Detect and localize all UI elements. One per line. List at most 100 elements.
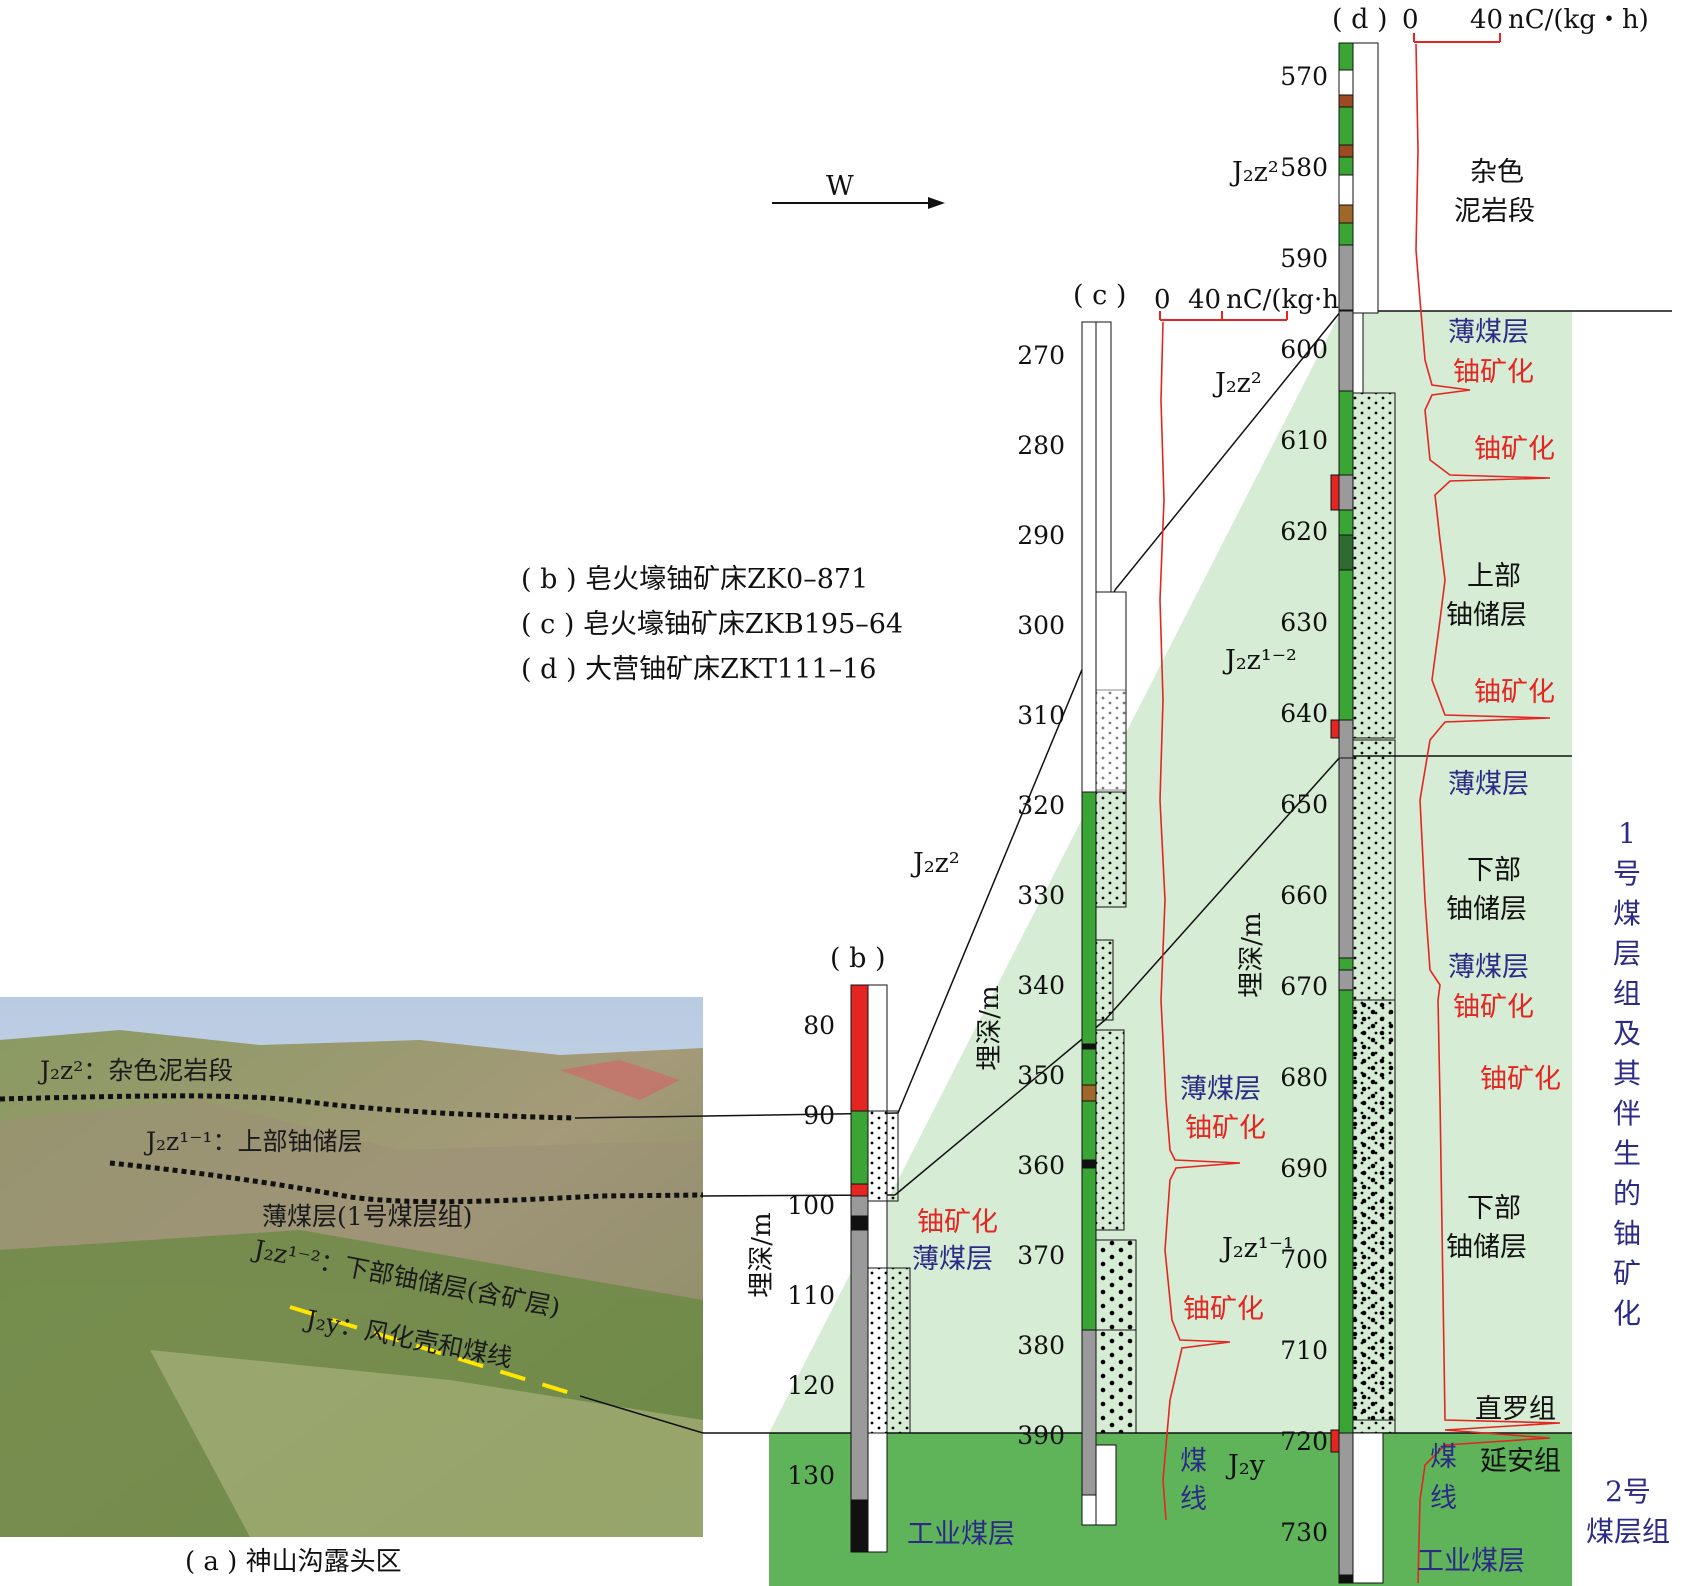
well-d-header: ( d ) (1332, 4, 1388, 35)
svg-text:煤层组: 煤层组 (1586, 1515, 1670, 1548)
svg-text:280: 280 (1017, 431, 1065, 460)
svg-text:组: 组 (1613, 977, 1641, 1010)
coal-group-2-label: 2号 煤层组 (1586, 1475, 1670, 1548)
svg-text:生: 生 (1613, 1137, 1641, 1170)
well-c-column (1081, 321, 1137, 1526)
well-c-gamma-curve (1159, 321, 1241, 1521)
arrow-label: W (826, 171, 854, 202)
svg-text:120: 120 (787, 1371, 835, 1400)
uranium-reservoir-zone (769, 311, 1572, 1433)
legend-d: ( d ) 大营铀矿床ZKT111–16 (521, 654, 876, 685)
svg-text:680: 680 (1280, 1063, 1328, 1092)
svg-text:610: 610 (1280, 426, 1328, 455)
svg-text:杂色: 杂色 (1470, 157, 1524, 188)
well-b-header: ( b ) (830, 943, 886, 974)
svg-text:580: 580 (1280, 153, 1328, 182)
well-b-ticks: 80 90 100 110 120 130 (787, 1011, 835, 1490)
svg-text:薄煤层: 薄煤层 (1448, 317, 1529, 348)
well-c-coalline-1: 煤 (1180, 1446, 1207, 1477)
well-d-labels: 杂色 泥岩段 薄煤层 铀矿化 铀矿化 上部 铀储层 铀矿化 薄煤层 下部 铀储层… (1417, 157, 1561, 1577)
svg-text:下部: 下部 (1467, 1193, 1521, 1224)
svg-text:下部: 下部 (1467, 855, 1521, 886)
svg-text:130: 130 (787, 1461, 835, 1490)
svg-text:320: 320 (1017, 791, 1065, 820)
svg-text:570: 570 (1280, 62, 1328, 91)
svg-text:270: 270 (1017, 341, 1065, 370)
svg-text:630: 630 (1280, 608, 1328, 637)
well-d-j2z2: J₂z² (1229, 157, 1279, 188)
svg-text:330: 330 (1017, 881, 1065, 910)
svg-text:590: 590 (1280, 244, 1328, 273)
industrial-coal-band (769, 1433, 1572, 1586)
svg-text:的: 的 (1613, 1177, 1641, 1210)
well-c-j2z11: J₂z¹⁻¹ (1219, 1233, 1294, 1264)
well-b-depth-label: 埋深/m (747, 1212, 777, 1297)
svg-text:690: 690 (1280, 1154, 1328, 1183)
svg-text:1: 1 (1618, 817, 1636, 850)
svg-text:660: 660 (1280, 881, 1328, 910)
svg-text:0: 0 (1154, 285, 1171, 315)
well-c-header: ( c ) (1073, 280, 1126, 311)
svg-text:0: 0 (1402, 5, 1419, 35)
svg-text:薄煤层: 薄煤层 (1448, 952, 1529, 983)
well-d-gamma-curve (1415, 43, 1561, 1584)
svg-text:290: 290 (1017, 521, 1065, 550)
svg-text:煤: 煤 (1430, 1442, 1457, 1473)
svg-text:2号: 2号 (1605, 1475, 1651, 1508)
svg-text:煤: 煤 (1613, 897, 1641, 930)
outcrop-photo (0, 997, 704, 1537)
svg-text:100: 100 (787, 1191, 835, 1220)
svg-text:310: 310 (1017, 701, 1065, 730)
svg-text:铀储层: 铀储层 (1446, 894, 1527, 925)
svg-text:360: 360 (1017, 1151, 1065, 1180)
svg-text:铀: 铀 (1613, 1217, 1641, 1250)
well-c-ticks: 270 280 290 300 310 320 330 340 350 360 … (1017, 341, 1065, 1450)
svg-text:线: 线 (1430, 1483, 1457, 1514)
svg-text:640: 640 (1280, 699, 1328, 728)
well-c-j2z2-a: J₂z² (910, 848, 960, 879)
svg-text:直罗组: 直罗组 (1475, 1394, 1556, 1425)
svg-text:工业煤层: 工业煤层 (1417, 1546, 1525, 1577)
svg-text:及: 及 (1613, 1017, 1641, 1050)
svg-text:延安组: 延安组 (1480, 1446, 1561, 1477)
svg-text:40: 40 (1188, 285, 1221, 315)
svg-text:40: 40 (1470, 5, 1503, 35)
svg-text:铀矿化: 铀矿化 (1474, 677, 1555, 708)
well-c-coal: 薄煤层 (1180, 1074, 1261, 1105)
svg-text:其: 其 (1613, 1057, 1641, 1090)
svg-text:600: 600 (1280, 335, 1328, 364)
well-b-column (850, 984, 911, 1553)
svg-text:薄煤层: 薄煤层 (1448, 769, 1529, 800)
svg-text:矿: 矿 (1613, 1257, 1641, 1290)
well-c-mineral-1: 铀矿化 (1185, 1113, 1266, 1144)
legend-b: ( b ) 皂火壕铀矿床ZK0–871 (521, 564, 868, 595)
well-c-depth-label: 埋深/m (975, 985, 1005, 1070)
svg-text:730: 730 (1280, 1518, 1328, 1547)
svg-text:泥岩段: 泥岩段 (1454, 196, 1535, 227)
svg-text:650: 650 (1280, 790, 1328, 819)
well-d-ticks: 570 580 590 600 610 620 630 640 650 660 … (1280, 62, 1328, 1547)
well-b-mineral: 铀矿化 (917, 1207, 998, 1238)
arrow-head-icon (928, 197, 945, 209)
svg-text:380: 380 (1017, 1331, 1065, 1360)
svg-text:670: 670 (1280, 972, 1328, 1001)
well-d-column (1330, 42, 1396, 1584)
svg-text:铀矿化: 铀矿化 (1453, 357, 1534, 388)
svg-text:620: 620 (1280, 517, 1328, 546)
svg-text:号: 号 (1613, 857, 1641, 890)
svg-text:铀矿化: 铀矿化 (1474, 434, 1555, 465)
photo-caption: ( a ) 神山沟露头区 (185, 1547, 402, 1577)
svg-text:340: 340 (1017, 971, 1065, 1000)
svg-text:铀储层: 铀储层 (1446, 600, 1527, 631)
svg-text:80: 80 (803, 1011, 835, 1040)
legend-c: ( c ) 皂火壕铀矿床ZKB195–64 (521, 609, 903, 640)
svg-text:370: 370 (1017, 1241, 1065, 1270)
svg-text:化: 化 (1613, 1297, 1641, 1330)
svg-text:710: 710 (1280, 1336, 1328, 1365)
svg-text:nC/(kg·h: nC/(kg·h (1226, 285, 1339, 315)
svg-text:90: 90 (803, 1101, 835, 1130)
well-c-j2z2-b: J₂z² (1212, 368, 1262, 399)
svg-text:铀矿化: 铀矿化 (1480, 1064, 1561, 1095)
photo-label-2: J₂z¹⁻¹：上部铀储层 (143, 1127, 362, 1156)
